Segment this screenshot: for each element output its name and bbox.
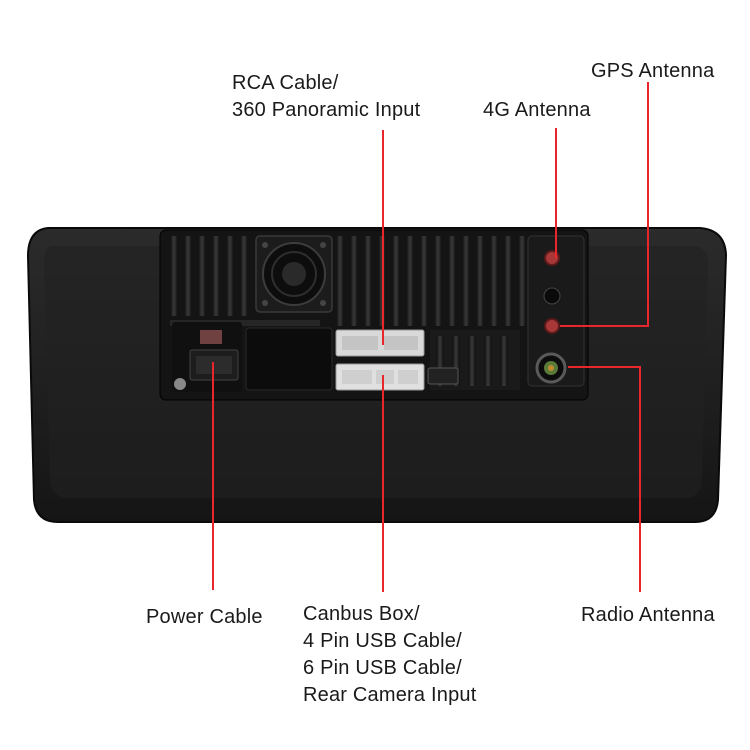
canbus-connectors xyxy=(335,329,459,391)
callout-gps-line xyxy=(560,82,649,327)
antenna-bracket xyxy=(527,235,585,387)
label-4g-antenna: 4G Antenna xyxy=(483,99,591,121)
label-canbus-box: Canbus Box/ 4 Pin USB Cable/ 6 Pin USB C… xyxy=(303,603,477,706)
callout-radio-line xyxy=(568,366,641,592)
heat-sink-fins xyxy=(170,236,526,390)
cooling-fan xyxy=(255,235,333,313)
label-power-cable: Power Cable xyxy=(146,606,263,628)
label-gps-antenna: GPS Antenna xyxy=(591,60,715,82)
callout-lines xyxy=(212,82,649,592)
label-rca-cable: RCA Cable/ 360 Panoramic Input xyxy=(232,72,421,121)
label-radio-antenna: Radio Antenna xyxy=(581,604,715,626)
power-connector xyxy=(172,322,333,392)
